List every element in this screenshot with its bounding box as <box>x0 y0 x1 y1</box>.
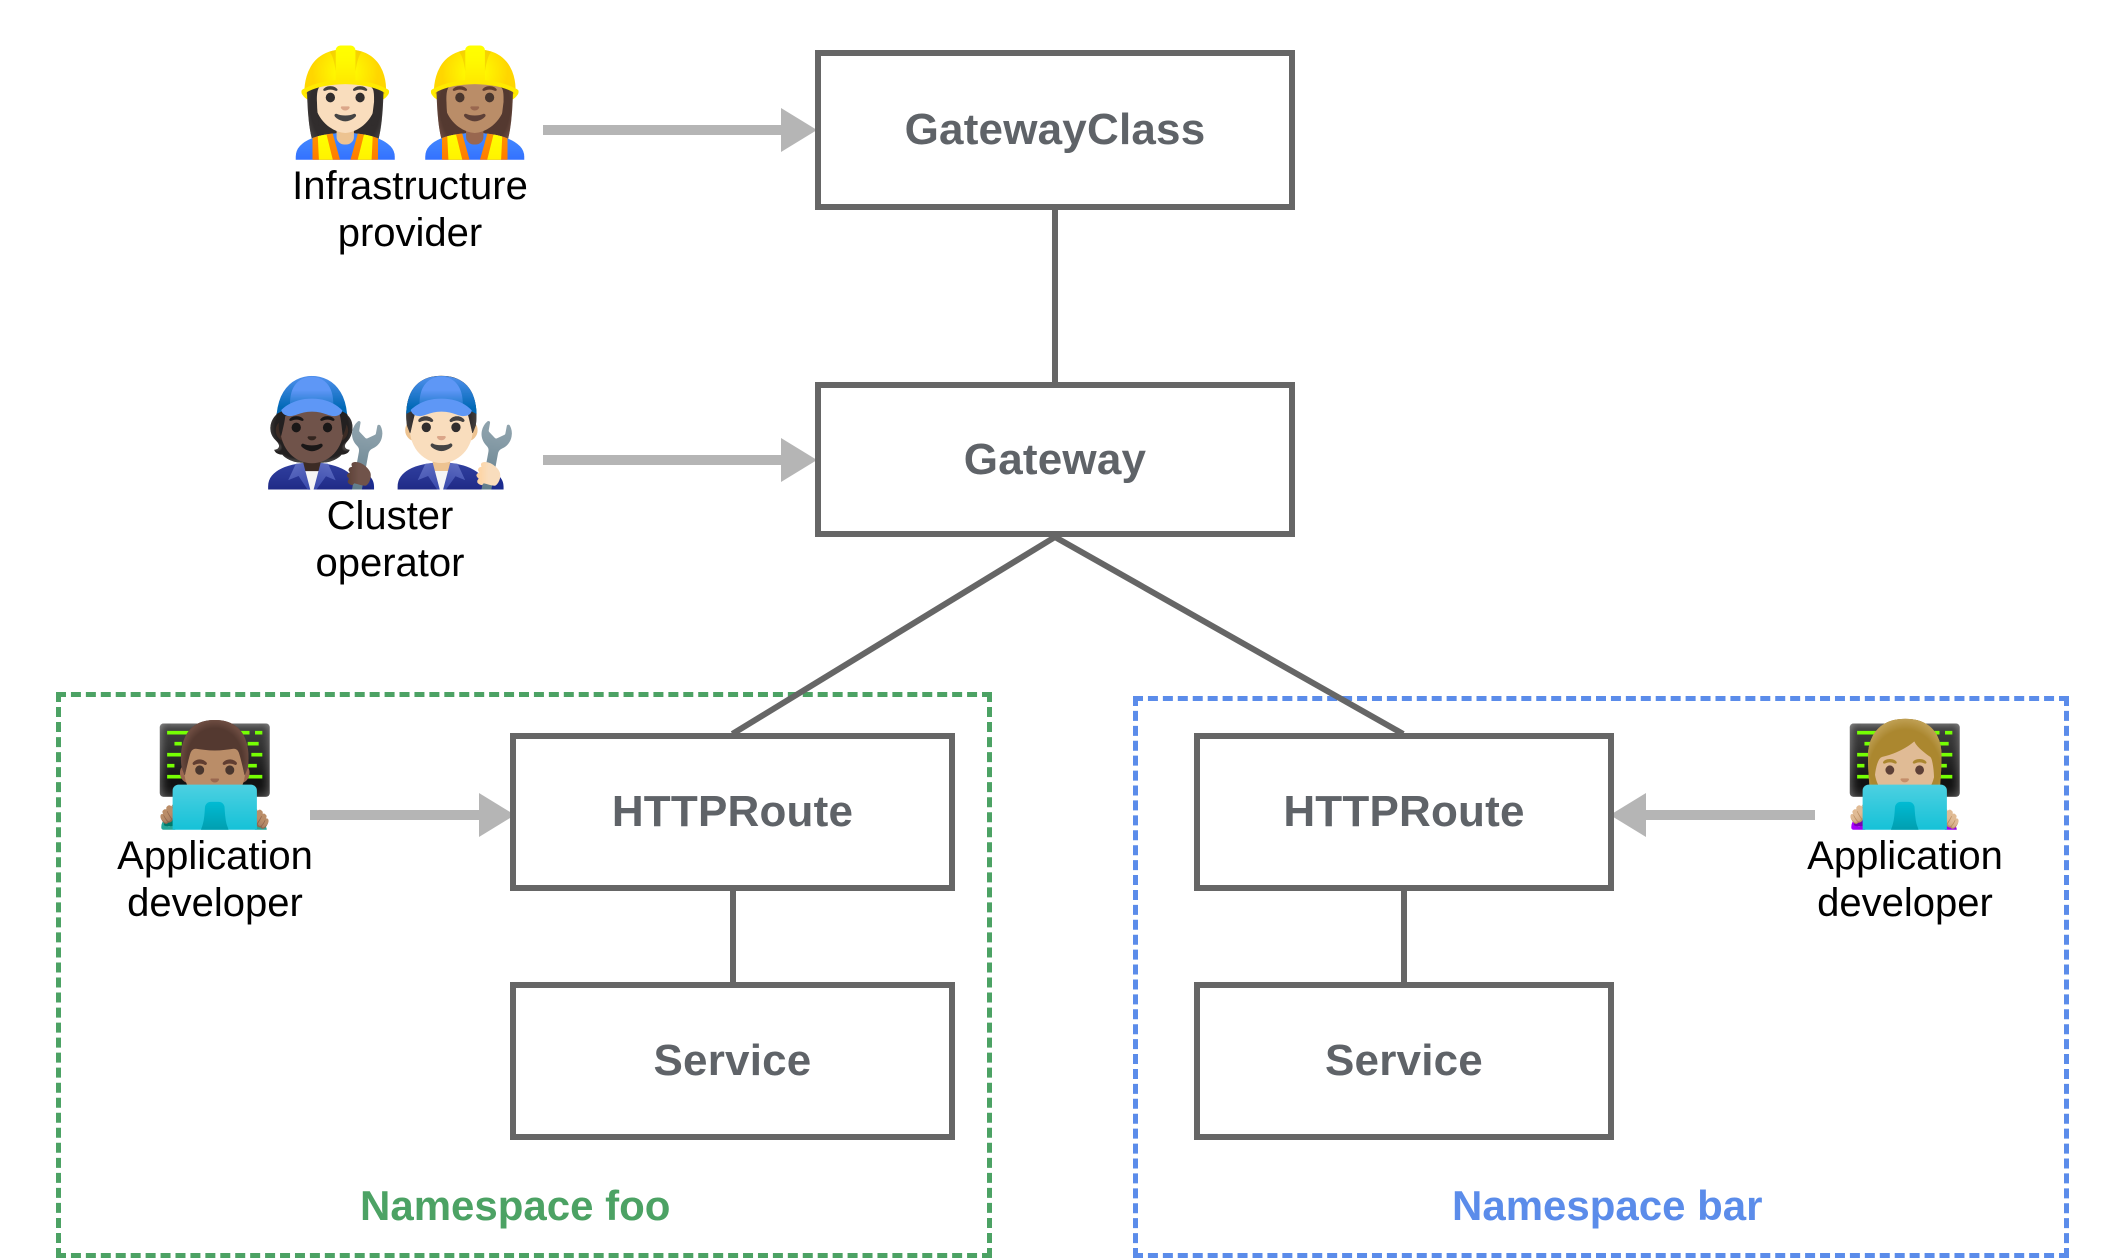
connector-httproute-to-service-bar <box>1401 886 1407 986</box>
persona-infrastructure-provider-caption: Infrastructure provider <box>292 164 528 256</box>
arrow-head-left-icon <box>1610 793 1646 837</box>
arrow-head-right-icon <box>479 793 515 837</box>
httproute-bar-box[interactable]: HTTPRoute <box>1194 733 1614 891</box>
arrow-shaft <box>543 455 781 465</box>
persona-infrastructure-provider: 👷🏻‍♀️👷🏽‍♀️ Infrastructure provider <box>240 41 580 258</box>
arrow-shaft <box>310 810 479 820</box>
namespace-bar-boundary <box>1133 696 2069 1258</box>
persona-application-developer-foo: 👨🏽‍💻 Application developer <box>100 722 330 927</box>
namespace-foo-label: Namespace foo <box>360 1182 671 1229</box>
httproute-foo-label: HTTPRoute <box>611 787 854 836</box>
gateway-box[interactable]: Gateway <box>815 382 1295 537</box>
connector-gatewayclass-to-gateway <box>1052 208 1058 388</box>
persona-cluster-operator-caption: Cluster operator <box>315 494 465 586</box>
persona-application-developer-bar-caption: Application developer <box>1807 834 2003 926</box>
arrow-shaft <box>1646 810 1815 820</box>
persona-cluster-operator: 🧑🏿‍🔧👨🏻‍🔧 Cluster operator <box>220 371 560 588</box>
service-foo-label: Service <box>653 1036 812 1085</box>
arrow-app-developer-bar-to-httproute <box>1610 793 1815 837</box>
arrow-infrastructure-provider-to-gatewayclass <box>543 108 817 152</box>
connector-httproute-to-service-foo <box>730 886 736 986</box>
construction-worker-pair-emoji: 👷🏻‍♀️👷🏽‍♀️ <box>280 41 540 163</box>
gatewayclass-box[interactable]: GatewayClass <box>815 50 1295 210</box>
arrow-cluster-operator-to-gateway <box>543 438 817 482</box>
service-foo-box[interactable]: Service <box>510 982 955 1140</box>
persona-application-developer-bar: 👩🏼‍💻 Application developer <box>1790 722 2020 927</box>
namespace-foo-boundary <box>56 692 992 1258</box>
technologist-emoji: 👨🏽‍💻 <box>152 716 278 833</box>
arrow-head-right-icon <box>781 438 817 482</box>
httproute-bar-label: HTTPRoute <box>1283 787 1525 836</box>
mechanic-pair-emoji: 🧑🏿‍🔧👨🏻‍🔧 <box>260 371 520 493</box>
httproute-foo-box[interactable]: HTTPRoute <box>510 733 955 891</box>
gatewayclass-label: GatewayClass <box>904 105 1206 154</box>
service-bar-box[interactable]: Service <box>1194 982 1614 1140</box>
arrow-head-right-icon <box>781 108 817 152</box>
arrow-app-developer-foo-to-httproute <box>310 793 515 837</box>
namespace-bar-label: Namespace bar <box>1452 1182 1763 1229</box>
arrow-shaft <box>543 125 781 135</box>
woman-technologist-emoji: 👩🏼‍💻 <box>1842 716 1968 833</box>
persona-application-developer-foo-caption: Application developer <box>117 834 313 926</box>
gateway-label: Gateway <box>963 434 1147 484</box>
service-bar-label: Service <box>1325 1036 1483 1085</box>
